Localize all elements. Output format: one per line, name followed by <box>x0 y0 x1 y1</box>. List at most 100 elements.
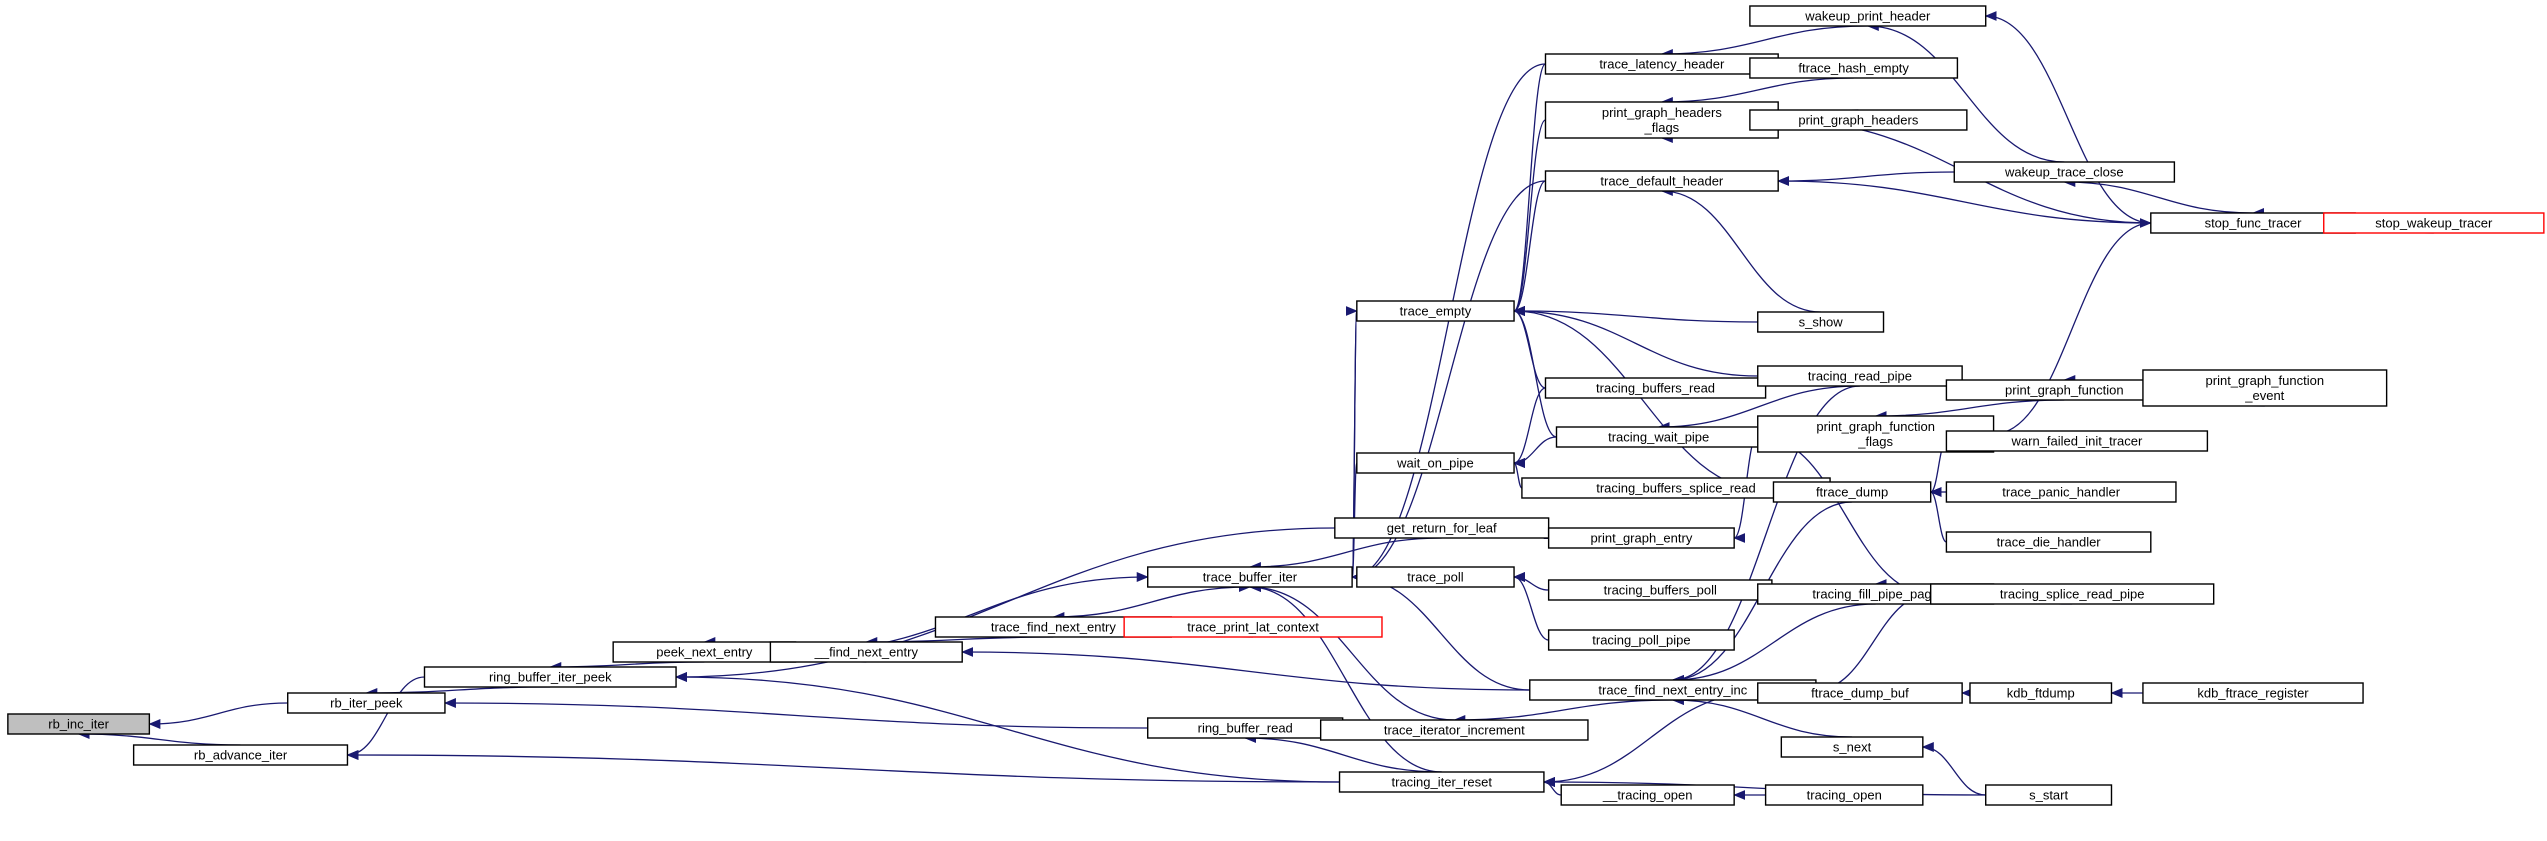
node-ftrace_hash_empty[interactable]: ftrace_hash_empty <box>1749 57 1959 79</box>
node-wakeup_trace_close[interactable]: wakeup_trace_close <box>1953 161 2176 183</box>
node-box[interactable] <box>132 744 349 766</box>
node-stop_func_tracer[interactable]: stop_func_tracer <box>2150 212 2356 234</box>
node-box[interactable] <box>1985 784 2113 806</box>
node-box[interactable] <box>1780 736 1924 758</box>
node-box[interactable] <box>769 641 963 663</box>
node-label: __tracing_open <box>1602 788 1693 803</box>
node-ftrace_dump[interactable]: ftrace_dump <box>1772 481 1932 503</box>
node-box[interactable] <box>1544 170 1779 192</box>
node-box[interactable] <box>1969 682 2113 704</box>
node-tracing_iter_reset[interactable]: tracing_iter_reset <box>1338 771 1545 793</box>
node-box[interactable] <box>1123 616 1383 638</box>
node-trace_panic_handler[interactable]: trace_panic_handler <box>1945 481 2177 503</box>
node-wait_on_pipe[interactable]: wait_on_pipe <box>1356 452 1515 474</box>
node-trace_print_lat_context[interactable]: trace_print_lat_context <box>1123 616 1383 638</box>
node-stop_wakeup_tracer[interactable]: stop_wakeup_tracer <box>2323 212 2545 234</box>
node-trace_find_next_entry_inc[interactable]: trace_find_next_entry_inc <box>1529 679 1817 701</box>
node-kdb_ftdump[interactable]: kdb_ftdump <box>1969 682 2113 704</box>
node-print_graph_headers_flags[interactable]: print_graph_headers_flags <box>1544 101 1779 139</box>
node-wakeup_print_header[interactable]: wakeup_print_header <box>1749 5 1987 27</box>
node-print_graph_function_event[interactable]: print_graph_function_event <box>2142 369 2388 407</box>
node-tracing_read_pipe[interactable]: tracing_read_pipe <box>1757 365 1963 387</box>
node-box[interactable] <box>1757 682 1963 704</box>
node-box[interactable] <box>1929 583 2215 605</box>
node-box[interactable] <box>1772 481 1932 503</box>
node-box[interactable] <box>287 692 446 714</box>
edge-print_graph_headers_flags-to-trace_empty <box>1513 119 1547 316</box>
node-__tracing_open[interactable]: __tracing_open <box>1560 784 1735 806</box>
node-label: ftrace_dump <box>1816 485 1888 500</box>
node-s_show[interactable]: s_show <box>1757 311 1885 333</box>
edge-trace_default_header-to-trace_empty <box>1513 180 1546 316</box>
edge-s_show-to-trace_default_header <box>1660 186 1821 313</box>
node-rb_advance_iter[interactable]: rb_advance_iter <box>132 744 349 766</box>
node-tracing_splice_read_pipe[interactable]: tracing_splice_read_pipe <box>1929 583 2215 605</box>
node-box[interactable] <box>1560 784 1735 806</box>
node-box[interactable] <box>1945 531 2152 553</box>
node-kdb_ftrace_register[interactable]: kdb_ftrace_register <box>2142 682 2364 704</box>
node-warn_failed_init_tracer[interactable]: warn_failed_init_tracer <box>1945 430 2209 452</box>
node-box[interactable] <box>1544 101 1779 139</box>
node-box[interactable] <box>1356 566 1515 588</box>
node-box[interactable] <box>1547 629 1735 651</box>
node-label: trace_find_next_entry <box>991 620 1117 635</box>
node-tracing_buffers_read[interactable]: tracing_buffers_read <box>1544 377 1767 399</box>
node-trace_default_header[interactable]: trace_default_header <box>1544 170 1779 192</box>
node-ring_buffer_iter_peek[interactable]: ring_buffer_iter_peek <box>423 666 677 688</box>
node-tracing_buffers_poll[interactable]: tracing_buffers_poll <box>1547 579 1773 601</box>
edge-s_start-to-s_next <box>1921 742 1986 796</box>
node-trace_die_handler[interactable]: trace_die_handler <box>1945 531 2152 553</box>
node-trace_empty[interactable]: trace_empty <box>1356 300 1515 322</box>
node-box[interactable] <box>1356 452 1515 474</box>
node-box[interactable] <box>2142 682 2364 704</box>
node-__find_next_entry[interactable]: __find_next_entry <box>769 641 963 663</box>
node-get_return_for_leaf[interactable]: get_return_for_leaf <box>1334 517 1550 539</box>
node-box[interactable] <box>1749 109 1968 131</box>
node-tracing_poll_pipe[interactable]: tracing_poll_pipe <box>1547 629 1735 651</box>
node-box[interactable] <box>1544 377 1767 399</box>
node-rb_iter_peek[interactable]: rb_iter_peek <box>287 692 446 714</box>
edge-wakeup_print_header-to-trace_latency_header <box>1660 25 1868 59</box>
node-box[interactable] <box>7 713 151 735</box>
node-print_graph_headers[interactable]: print_graph_headers <box>1749 109 1968 131</box>
node-box[interactable] <box>2323 212 2545 234</box>
node-box[interactable] <box>1764 784 1924 806</box>
node-tracing_open[interactable]: tracing_open <box>1764 784 1924 806</box>
node-box[interactable] <box>1945 481 2177 503</box>
node-label: tracing_wait_pipe <box>1608 430 1709 445</box>
node-box[interactable] <box>1953 161 2176 183</box>
node-box[interactable] <box>1945 430 2209 452</box>
node-box[interactable] <box>1757 365 1963 387</box>
edge-tracing_read_pipe-to-trace_empty <box>1513 306 1758 377</box>
node-trace_iterator_increment[interactable]: trace_iterator_increment <box>1319 719 1589 741</box>
node-box[interactable] <box>1749 5 1987 27</box>
edge-trace_buffer_iter-to-trace_empty <box>1345 307 1358 578</box>
node-trace_latency_header[interactable]: trace_latency_header <box>1544 53 1779 75</box>
node-trace_buffer_iter[interactable]: trace_buffer_iter <box>1147 566 1353 588</box>
node-ftrace_dump_buf[interactable]: ftrace_dump_buf <box>1757 682 1963 704</box>
node-box[interactable] <box>1547 527 1735 549</box>
node-peek_next_entry[interactable]: peek_next_entry <box>612 641 797 663</box>
node-box[interactable] <box>1338 771 1545 793</box>
node-box[interactable] <box>1319 719 1589 741</box>
node-box[interactable] <box>1147 566 1353 588</box>
node-box[interactable] <box>1356 300 1515 322</box>
node-box[interactable] <box>423 666 677 688</box>
edge-trace_find_next_entry-to-trace_buffer_iter <box>1053 582 1251 618</box>
node-print_graph_function[interactable]: print_graph_function <box>1945 379 2183 401</box>
node-s_next[interactable]: s_next <box>1780 736 1924 758</box>
node-label: trace_empty <box>1400 304 1472 319</box>
node-box[interactable] <box>2142 369 2388 407</box>
node-ring_buffer_read[interactable]: ring_buffer_read <box>1147 717 1344 739</box>
node-rb_inc_iter[interactable]: rb_inc_iter <box>7 713 151 735</box>
node-box[interactable] <box>1757 311 1885 333</box>
node-label: rb_iter_peek <box>330 696 403 711</box>
node-trace_find_next_entry[interactable]: trace_find_next_entry <box>934 616 1173 638</box>
node-tracing_wait_pipe[interactable]: tracing_wait_pipe <box>1555 426 1762 448</box>
node-label: warn_failed_init_tracer <box>2011 434 2143 449</box>
node-print_graph_entry[interactable]: print_graph_entry <box>1547 527 1735 549</box>
edge-tracing_wait_pipe-to-wait_on_pipe <box>1513 436 1557 468</box>
node-box[interactable] <box>1749 57 1959 79</box>
node-trace_poll[interactable]: trace_poll <box>1356 566 1515 588</box>
node-s_start[interactable]: s_start <box>1985 784 2113 806</box>
